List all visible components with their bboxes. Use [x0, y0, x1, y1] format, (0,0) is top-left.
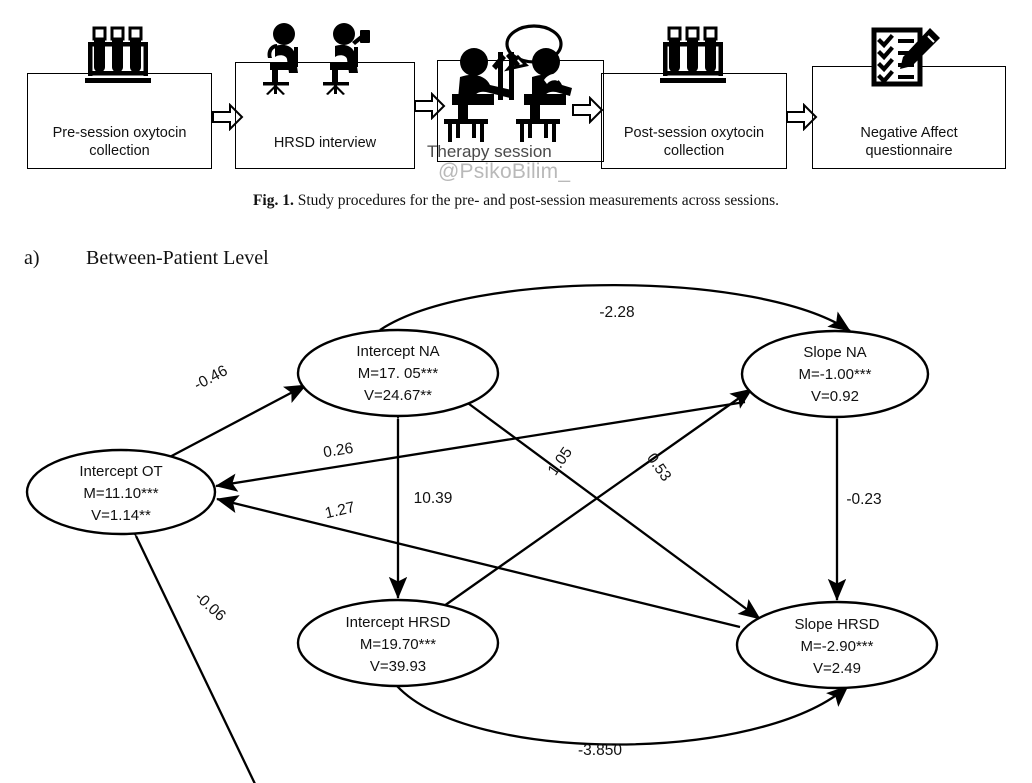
edge-slope-hrsd-int-ot: [216, 495, 741, 629]
test-tube-rack-icon: [660, 26, 726, 83]
node-mean: M=19.70***: [360, 636, 436, 653]
node-mean: M=-2.90***: [801, 638, 874, 655]
node-variance: V=2.49: [813, 660, 861, 677]
edge-label-int-hrsd-slope-hrsd: -3.850: [578, 742, 622, 759]
section-title: Between-Patient Level: [86, 247, 269, 269]
node-mean: M=-1.00***: [799, 366, 872, 383]
block-arrow-right-icon: [414, 92, 446, 120]
node-variance: V=0.92: [811, 388, 859, 405]
edge-label-int-hrsd-slope-na: 1.05: [545, 444, 576, 478]
edge-int-na-slope-na: [357, 284, 851, 350]
node-intercept-ot[interactable]: Intercept OT M=11.10*** V=1.14**: [25, 448, 217, 536]
flow-step-label: Pre-session oxytocin collection: [52, 125, 187, 159]
figure-caption: Fig. 1. Study procedures for the pre- an…: [0, 192, 1032, 210]
figure-caption-prefix: Fig. 1.: [252, 192, 294, 209]
node-intercept-hrsd[interactable]: Intercept HRSD M=19.70*** V=39.93: [296, 598, 500, 688]
node-slope-na[interactable]: Slope NA M=-1.00*** V=0.92: [740, 329, 930, 419]
flow-step-label: Negative Affect questionnaire: [860, 125, 958, 159]
node-label: Slope HRSD: [794, 616, 879, 633]
checklist-pencil-icon: [871, 27, 940, 87]
edge-label-int-na-slope-hrsd: 0.53: [643, 450, 674, 484]
node-variance: V=24.67**: [364, 387, 432, 404]
block-arrow-right-icon: [786, 103, 818, 131]
edge-label-int-ot-int-na: -0.46: [191, 362, 230, 394]
node-intercept-na[interactable]: Intercept NA M=17. 05*** V=24.67**: [296, 328, 500, 418]
edge-int-hrsd-slope-hrsd: [375, 664, 849, 746]
flow-step-label: HRSD interview: [273, 135, 377, 151]
edge-label-slope-na-int-ot: 0.26: [322, 440, 354, 462]
node-label: Intercept HRSD: [345, 614, 450, 631]
edge-int-na-slope-hrsd: [438, 378, 761, 620]
therapy-session-icon: [444, 24, 572, 142]
section-marker: a): [24, 247, 40, 269]
study-procedure-flowchart: Pre-session oxytocin collection HRSD int…: [0, 0, 1032, 190]
section-heading: a) Between-Patient Level: [24, 247, 269, 270]
node-label: Intercept OT: [79, 463, 162, 480]
node-slope-hrsd[interactable]: Slope HRSD M=-2.90*** V=2.49: [735, 600, 939, 690]
node-mean: M=11.10***: [83, 485, 158, 502]
edge-label-int-na-int-hrsd: 10.39: [414, 490, 453, 507]
node-variance: V=1.14**: [91, 507, 151, 524]
node-variance: V=39.93: [370, 658, 426, 675]
flow-step-label: Post-session oxytocin collection: [623, 125, 765, 159]
path-diagram-svg: Intercept NA M=17. 05*** V=24.67** Slope…: [25, 284, 939, 783]
flow-step-label-therapy: Therapy session: [427, 142, 552, 161]
watermark-text: @PsikoBilim_: [438, 160, 571, 183]
edge-int-ot-int-na: [140, 383, 307, 479]
node-label: Slope NA: [803, 344, 866, 361]
figure-caption-text: Study procedures for the pre- and post-s…: [297, 192, 780, 209]
edge-label-int-ot-int-hrsd: -0.06: [191, 589, 229, 625]
node-mean: M=17. 05***: [358, 365, 439, 382]
edge-int-hrsd-slope-na: [421, 388, 753, 626]
edge-label-int-na-slope-na: -2.28: [599, 304, 634, 321]
test-tube-rack-icon: [85, 26, 151, 83]
two-people-seated-icon: [263, 23, 370, 95]
node-label: Intercept NA: [356, 343, 439, 360]
block-arrow-right-icon: [572, 96, 604, 124]
path-diagram: Intercept NA M=17. 05*** V=24.67** Slope…: [0, 272, 1032, 783]
edge-label-slope-na-slope-hrsd: -0.23: [846, 491, 881, 508]
edge-label-slope-hrsd-int-ot: 1.27: [323, 499, 356, 522]
block-arrow-right-icon: [212, 103, 244, 131]
flow-step-hrsd-interview: HRSD interview: [235, 62, 415, 169]
edge-int-ot-int-hrsd: [118, 512, 305, 783]
flow-step-pre-session-oxytocin: Pre-session oxytocin collection: [27, 73, 212, 169]
